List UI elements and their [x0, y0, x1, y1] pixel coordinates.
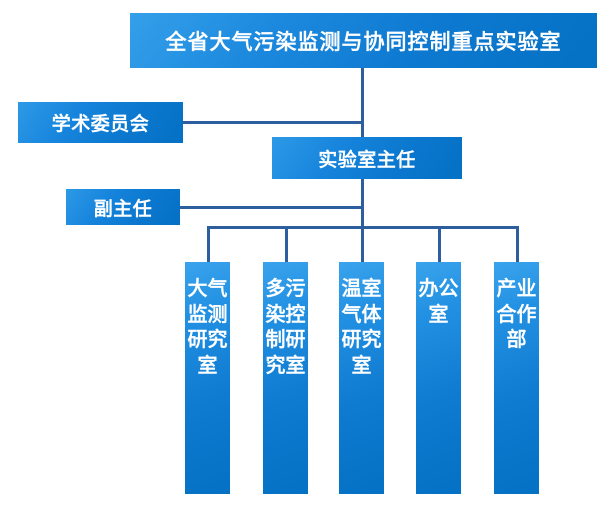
department-label: 多污染控制研究室 [265, 276, 306, 377]
node-department-atmospheric-monitoring[interactable]: 大气监测研究室 [185, 262, 230, 494]
node-academic-committee[interactable]: 学术委员会 [18, 102, 183, 143]
connector-to-deputy-director [180, 206, 363, 209]
node-root-laboratory[interactable]: 全省大气污染监测与协同控制重点实验室 [130, 13, 597, 68]
department-label: 温室气体研究室 [341, 276, 382, 377]
connector-director-down [361, 178, 364, 260]
node-department-multi-pollutant-control[interactable]: 多污染控制研究室 [263, 262, 308, 494]
connector-root-to-director [361, 68, 364, 138]
connector-drop-dept-3 [361, 226, 364, 262]
connector-drop-dept-4 [438, 226, 441, 262]
node-deputy-director[interactable]: 副主任 [66, 189, 180, 225]
department-label: 产业合作部 [496, 276, 537, 352]
connector-drop-dept-1 [207, 226, 210, 262]
department-label: 大气监测研究室 [187, 276, 228, 377]
connector-drop-dept-2 [285, 226, 288, 262]
node-department-industry-cooperation[interactable]: 产业合作部 [494, 262, 539, 494]
node-laboratory-director[interactable]: 实验室主任 [272, 137, 462, 179]
connector-to-academic-committee [183, 121, 363, 124]
connector-drop-dept-5 [516, 226, 519, 262]
node-department-office[interactable]: 办公室 [416, 262, 461, 494]
node-department-greenhouse-gas[interactable]: 温室气体研究室 [339, 262, 384, 494]
department-label: 办公室 [418, 276, 459, 326]
